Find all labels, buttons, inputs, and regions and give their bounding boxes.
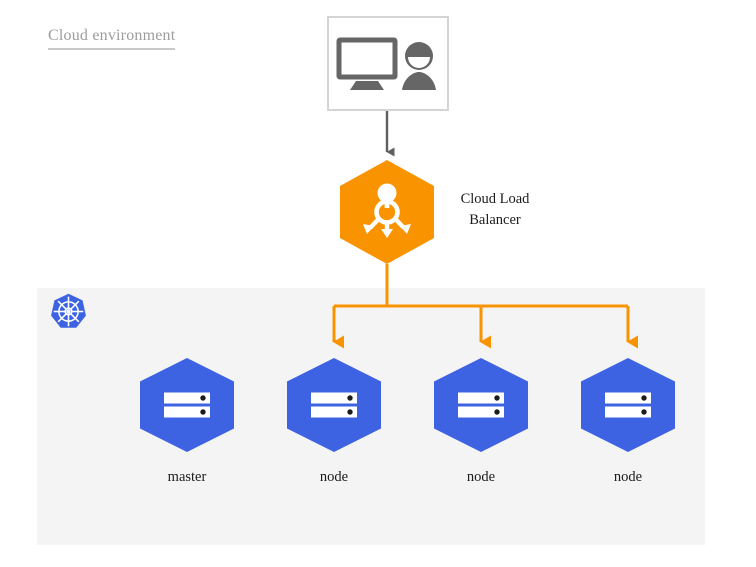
cluster-node-label-node-3: node — [613, 469, 643, 485]
desktop-user-icon — [336, 37, 436, 90]
load-balancer-node[interactable] — [340, 160, 434, 264]
hexagon-shape — [581, 358, 675, 452]
hexagon-shape — [287, 358, 381, 452]
cluster-node-label-node-1: node — [319, 469, 349, 485]
hexagon-shape — [140, 358, 234, 452]
cluster-node-label-master: master — [167, 469, 207, 485]
server-icon — [458, 392, 504, 418]
load-balancer-label-line1: Cloud Load — [460, 191, 530, 207]
cluster-node-node-1[interactable] — [287, 358, 381, 452]
hexagon-shape — [434, 358, 528, 452]
server-icon — [311, 392, 357, 418]
cluster-node-node-2[interactable] — [434, 358, 528, 452]
kubernetes-logo-icon — [51, 293, 86, 328]
cluster-node-node-3[interactable] — [581, 358, 675, 452]
load-balancer-label: Cloud Load Balancer — [440, 189, 550, 231]
server-icon — [605, 392, 651, 418]
cluster-node-label-node-2: node — [466, 469, 496, 485]
server-icon — [164, 392, 210, 418]
client-box — [327, 16, 449, 111]
client-icon-wrapper — [329, 18, 447, 109]
kubernetes-logo — [50, 293, 87, 330]
page-title: Cloud environment — [48, 27, 176, 50]
cluster-node-master[interactable] — [140, 358, 234, 452]
load-balancer-label-line2: Balancer — [469, 212, 521, 228]
load-balancer-hexagon — [340, 160, 434, 264]
